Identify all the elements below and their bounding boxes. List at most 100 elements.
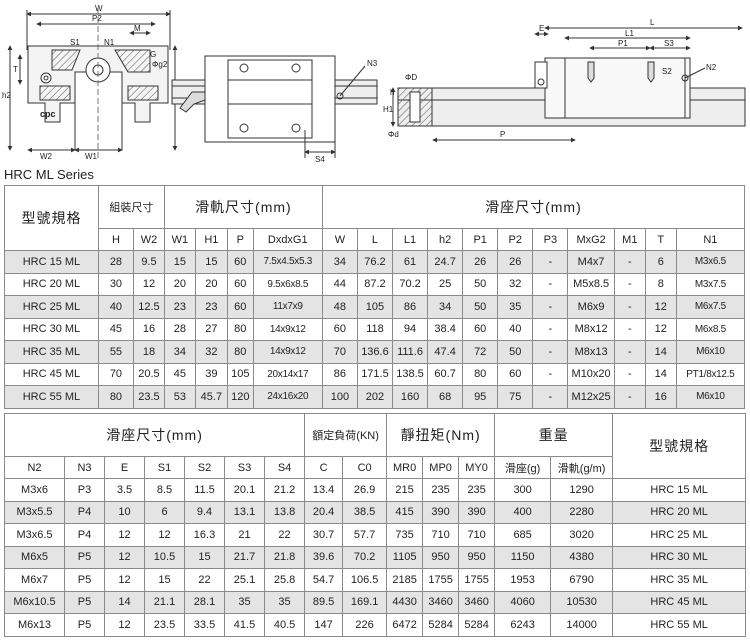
table-cell: 45.7	[194, 385, 228, 409]
table-cell: 13.4	[304, 478, 344, 502]
table-cell: 100	[321, 385, 358, 409]
table-cell: P3	[64, 478, 105, 502]
table-cell: 710	[458, 523, 496, 547]
table-cell: 55	[97, 340, 134, 364]
table-cell: 6243	[494, 613, 552, 637]
table2-subheader: N2	[4, 456, 65, 479]
header-rail: 滑軌尺寸(mm)	[163, 185, 323, 229]
table1-subheader: N1	[675, 228, 746, 251]
table-cell: 136.6	[356, 340, 394, 364]
table-cell: 300	[494, 478, 552, 502]
table-cell: 26.9	[342, 478, 388, 502]
row-model-cell: HRC 45 ML	[4, 362, 99, 386]
table-cell: 710	[422, 523, 460, 547]
table-cell: 60	[226, 295, 254, 319]
table-cell: 86	[321, 362, 358, 386]
table-cell: 53	[163, 385, 196, 409]
header-weight: 重量	[494, 413, 614, 457]
label-h-small: h	[390, 88, 394, 97]
table-cell: 160	[391, 385, 429, 409]
table-cell: 87.2	[356, 272, 394, 296]
table-cell: 21	[224, 523, 265, 547]
table-cell: 94	[391, 317, 429, 341]
table-cell: 68	[427, 385, 464, 409]
table-cell: 12	[104, 545, 145, 569]
table-cell: -	[613, 340, 646, 364]
table-cell: 138.5	[391, 362, 429, 386]
table-cell: 105	[226, 362, 254, 386]
table1-subheader: W1	[163, 228, 196, 251]
technical-drawings: W P2 M S1 N1 T h2 G H W2 W1 Φg2 cpc N3 S…	[2, 4, 746, 164]
label-n2: N2	[706, 63, 717, 72]
table-cell: 30	[97, 272, 134, 296]
table-cell: 215	[386, 478, 424, 502]
table-cell: 35	[224, 590, 265, 614]
table-cell: -	[532, 250, 569, 274]
table-cell: 39	[194, 362, 228, 386]
table-cell: -	[613, 250, 646, 274]
label-l: L	[650, 18, 655, 27]
table-cell: 9.4	[184, 500, 225, 524]
row-model-cell: HRC 35 ML	[4, 340, 99, 364]
table-cell: 16	[644, 385, 677, 409]
table1-group-header-row: 型號規格 組裝尺寸 滑軌尺寸(mm) 滑座尺寸(mm)	[4, 185, 746, 251]
table-cell: 120	[226, 385, 254, 409]
table2-subheader: MR0	[386, 456, 424, 479]
table-cell: 4060	[494, 590, 552, 614]
table-cell: 735	[386, 523, 424, 547]
table-cell: 10530	[550, 590, 614, 614]
table-cell: M6x10.5	[4, 590, 65, 614]
table2-subheader: C0	[342, 456, 388, 479]
row-model-cell: HRC 20 ML	[4, 272, 99, 296]
table-cell: M6x7	[4, 568, 65, 592]
table-cell: 15	[144, 568, 185, 592]
table-cell: 20	[163, 272, 196, 296]
table1-subheader: T	[644, 228, 677, 251]
table-cell: 3460	[422, 590, 460, 614]
table-cell: 72	[462, 340, 499, 364]
table-cell: 400	[494, 500, 552, 524]
table-cell: 70.2	[391, 272, 429, 296]
table-cell: 5284	[458, 613, 496, 637]
table-cell: 5284	[422, 613, 460, 637]
top-view-labels: N3 S4	[315, 59, 378, 164]
table-cell: P5	[64, 613, 105, 637]
table-cell: 415	[386, 500, 424, 524]
table-cell: 12	[104, 523, 145, 547]
table1-subheader: P2	[497, 228, 534, 251]
brand-logo-text: cpc	[40, 109, 56, 119]
table2-subheader: S4	[263, 456, 306, 479]
label-l1: L1	[625, 29, 634, 38]
table-cell: 28.1	[184, 590, 225, 614]
header-assembly: 組裝尺寸	[97, 185, 165, 229]
table-cell: 14x9x12	[252, 317, 323, 341]
table-cell: 14	[104, 590, 145, 614]
table-cell: 106.5	[342, 568, 388, 592]
table-cell: 169.1	[342, 590, 388, 614]
table-cell: 20.4	[304, 500, 344, 524]
table-cell: 6472	[386, 613, 424, 637]
row-model-cell: HRC 45 ML	[612, 590, 747, 614]
table-cell: -	[532, 362, 569, 386]
row-model-cell: HRC 30 ML	[612, 545, 747, 569]
table-cell: 10	[104, 500, 145, 524]
table-cell: 50	[497, 340, 534, 364]
table-cell: 24.7	[427, 250, 464, 274]
row-model-cell: HRC 25 ML	[4, 295, 99, 319]
table-cell: 35	[497, 295, 534, 319]
table-cell: 21.1	[144, 590, 185, 614]
table-cell: 685	[494, 523, 552, 547]
table-cell: 14	[644, 362, 677, 386]
table-cell: 86	[391, 295, 429, 319]
table-cell: 6	[644, 250, 677, 274]
table-cell: M6x10	[675, 385, 746, 409]
label-w1: W1	[85, 152, 98, 161]
label-h1: H1	[383, 105, 394, 114]
table-cell: 54.7	[304, 568, 344, 592]
table-cell: M8x12	[567, 317, 615, 341]
table-cell: 12	[644, 295, 677, 319]
table-cell: 33.5	[184, 613, 225, 637]
